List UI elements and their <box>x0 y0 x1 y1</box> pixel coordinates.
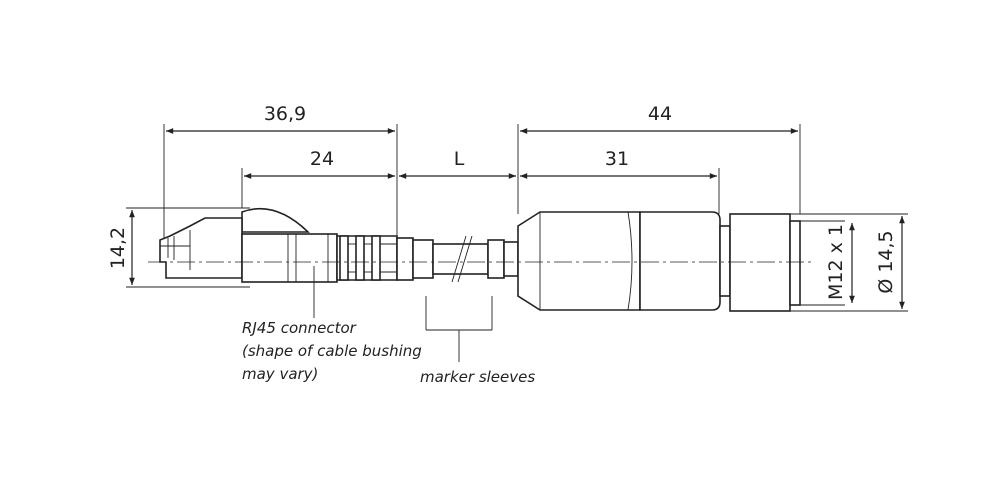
rj45-note-line1: RJ45 connector <box>242 319 357 337</box>
rj45-note-line3: may vary) <box>242 365 318 383</box>
dimension-rj45-body: 24 <box>244 148 395 179</box>
dim-31-label: 31 <box>605 148 629 170</box>
dimension-m12-body: 31 <box>520 148 717 179</box>
m12-connector <box>517 211 801 312</box>
rj45-note-line2: (shape of cable bushing <box>242 342 422 360</box>
dim-l-label: L <box>454 148 465 170</box>
dim-14-2-label: 14,2 <box>107 227 129 269</box>
dimension-rj45-height: 14,2 <box>107 210 135 285</box>
dimension-m12-overall: 44 <box>520 103 798 134</box>
dim-thread-label: M12 x 1 <box>825 224 847 300</box>
dimension-cable-length: L <box>399 148 516 179</box>
dim-44-label: 44 <box>648 103 672 125</box>
dimension-diameter: Ø 14,5 <box>875 216 905 309</box>
dimension-thread: M12 x 1 <box>825 223 855 303</box>
dim-36-9-label: 36,9 <box>264 103 306 125</box>
dim-24-label: 24 <box>310 148 334 170</box>
dim-diameter-label: Ø 14,5 <box>875 230 897 293</box>
cable <box>396 235 519 283</box>
rj45-note: RJ45 connector (shape of cable bushing m… <box>242 266 422 383</box>
rj45-cable-bushing <box>336 235 398 281</box>
extension-lines <box>126 124 908 312</box>
rj45-connector <box>159 208 338 283</box>
marker-sleeves-label: marker sleeves <box>420 368 535 386</box>
dimension-rj45-overall: 36,9 <box>166 103 395 134</box>
marker-sleeves-note: marker sleeves <box>420 296 535 386</box>
